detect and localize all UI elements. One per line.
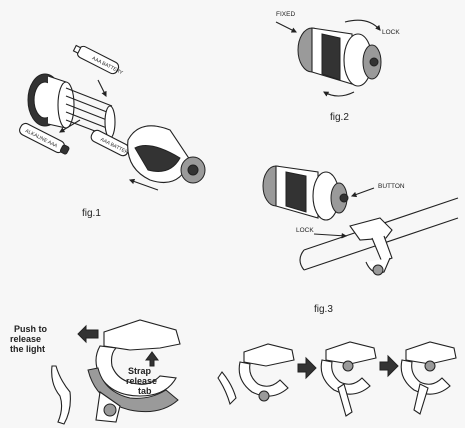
push-arrow-icon — [77, 324, 99, 344]
fig4-group: Push to release the light Strap release … — [10, 319, 181, 425]
fig2-caption: fig.2 — [330, 112, 349, 123]
lock-slide-arrow — [313, 232, 348, 239]
fig2-fixed-label: FIXED — [276, 11, 295, 18]
battery-housing — [27, 73, 116, 139]
strap-arrow-icon — [145, 351, 159, 367]
push-label-line2: release — [10, 334, 41, 344]
sequence-arrow-1-icon — [297, 356, 317, 380]
push-label-line3: the light — [10, 344, 45, 354]
fig3-group: BUTTON LOCK fig.3 — [262, 165, 459, 315]
sequence-mount-3 — [400, 341, 457, 415]
fig1-group: AAA BATTERY AAA BATTERY ALKALINE AAA — [19, 44, 206, 219]
fig3-lock-label: LOCK — [296, 227, 314, 234]
fig2-group: FIXED LOCK fig.2 — [275, 11, 400, 123]
fig3-caption: fig.3 — [314, 304, 333, 315]
fixed-arrow — [275, 21, 297, 33]
battery-top: AAA BATTERY — [72, 44, 124, 76]
fig3-light-body — [262, 165, 349, 221]
fig1-caption: fig.1 — [82, 208, 101, 219]
fig2-light-body — [297, 27, 382, 87]
strap-label-line3: tab — [138, 386, 152, 396]
insert-arrow-top — [97, 79, 107, 97]
insert-arrow-left — [59, 119, 81, 133]
fig2-lock-label: LOCK — [382, 29, 400, 36]
fig3-button-label: BUTTON — [378, 183, 405, 190]
sequence-mount-2 — [320, 341, 377, 417]
large-mount — [51, 319, 181, 425]
fig5-group — [217, 341, 457, 417]
insert-arrow-head — [128, 178, 159, 191]
button-arrow — [350, 187, 375, 198]
sequence-mount-1 — [217, 343, 295, 406]
strap-label-line2: release — [126, 376, 157, 386]
push-label-line1: Push to — [14, 324, 48, 334]
fig3-mount — [349, 217, 393, 276]
strap-label-line1: Strap — [128, 366, 152, 376]
sequence-arrow-2-icon — [379, 354, 399, 378]
lock-rotate-arrow-top — [344, 19, 381, 31]
lock-rotate-arrow-bottom — [323, 91, 355, 97]
light-head — [127, 125, 206, 184]
